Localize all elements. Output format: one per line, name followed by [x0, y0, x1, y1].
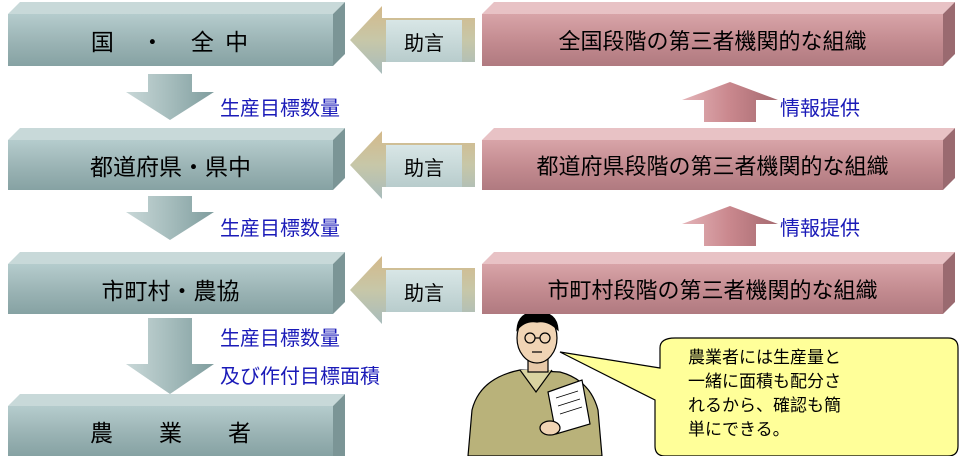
down-label-prefecture: 生産目標数量 [220, 216, 340, 240]
right-box-bevels [482, 2, 955, 314]
down-arrow [126, 196, 214, 240]
down-arrow [126, 318, 214, 394]
advice-label-prefecture: 助言 [386, 145, 462, 187]
speech-bubble-text: 農業者には生産量と 一緒に面積も配分さ れるから、確認も簡 単にできる。 [688, 346, 948, 456]
box-prefecture-kenchu: 都道府県・県中 [8, 140, 333, 190]
speech-line: 農業者には生産量と [688, 348, 841, 368]
box-farmer: 農 業 者 [8, 406, 333, 456]
box-prefecture-third-party: 都道府県段階の第三者機関的な組織 [482, 140, 943, 190]
down-arrow [126, 74, 214, 120]
speech-line: れるから、確認も簡 [688, 396, 841, 416]
up-arrows [682, 82, 778, 246]
up-label-prefecture: 情報提供 [780, 216, 860, 240]
speech-line: 一緒に面積も配分さ [688, 372, 841, 392]
farmer-figure [467, 311, 603, 456]
speech-line: 単にできる。 [688, 420, 790, 440]
left-box-bevels [8, 2, 345, 456]
advice-label-municipal: 助言 [386, 270, 462, 312]
down-arrows [126, 74, 214, 394]
box-national-third-party: 全国段階の第三者機関的な組織 [482, 14, 943, 66]
box-municipal-ja: 市町村・農協 [8, 264, 333, 314]
down-label-municipal-line2: 及び作付目標面積 [220, 364, 380, 388]
up-arrow [682, 206, 778, 246]
advice-label-national: 助言 [386, 20, 462, 62]
box-national-jazenchu: 国 ・ 全 中 [8, 14, 333, 66]
up-arrow [682, 82, 778, 122]
up-label-national: 情報提供 [780, 96, 860, 120]
down-label-national: 生産目標数量 [220, 96, 340, 120]
down-label-municipal-line1: 生産目標数量 [220, 326, 340, 350]
box-municipal-third-party: 市町村段階の第三者機関的な組織 [482, 264, 943, 314]
